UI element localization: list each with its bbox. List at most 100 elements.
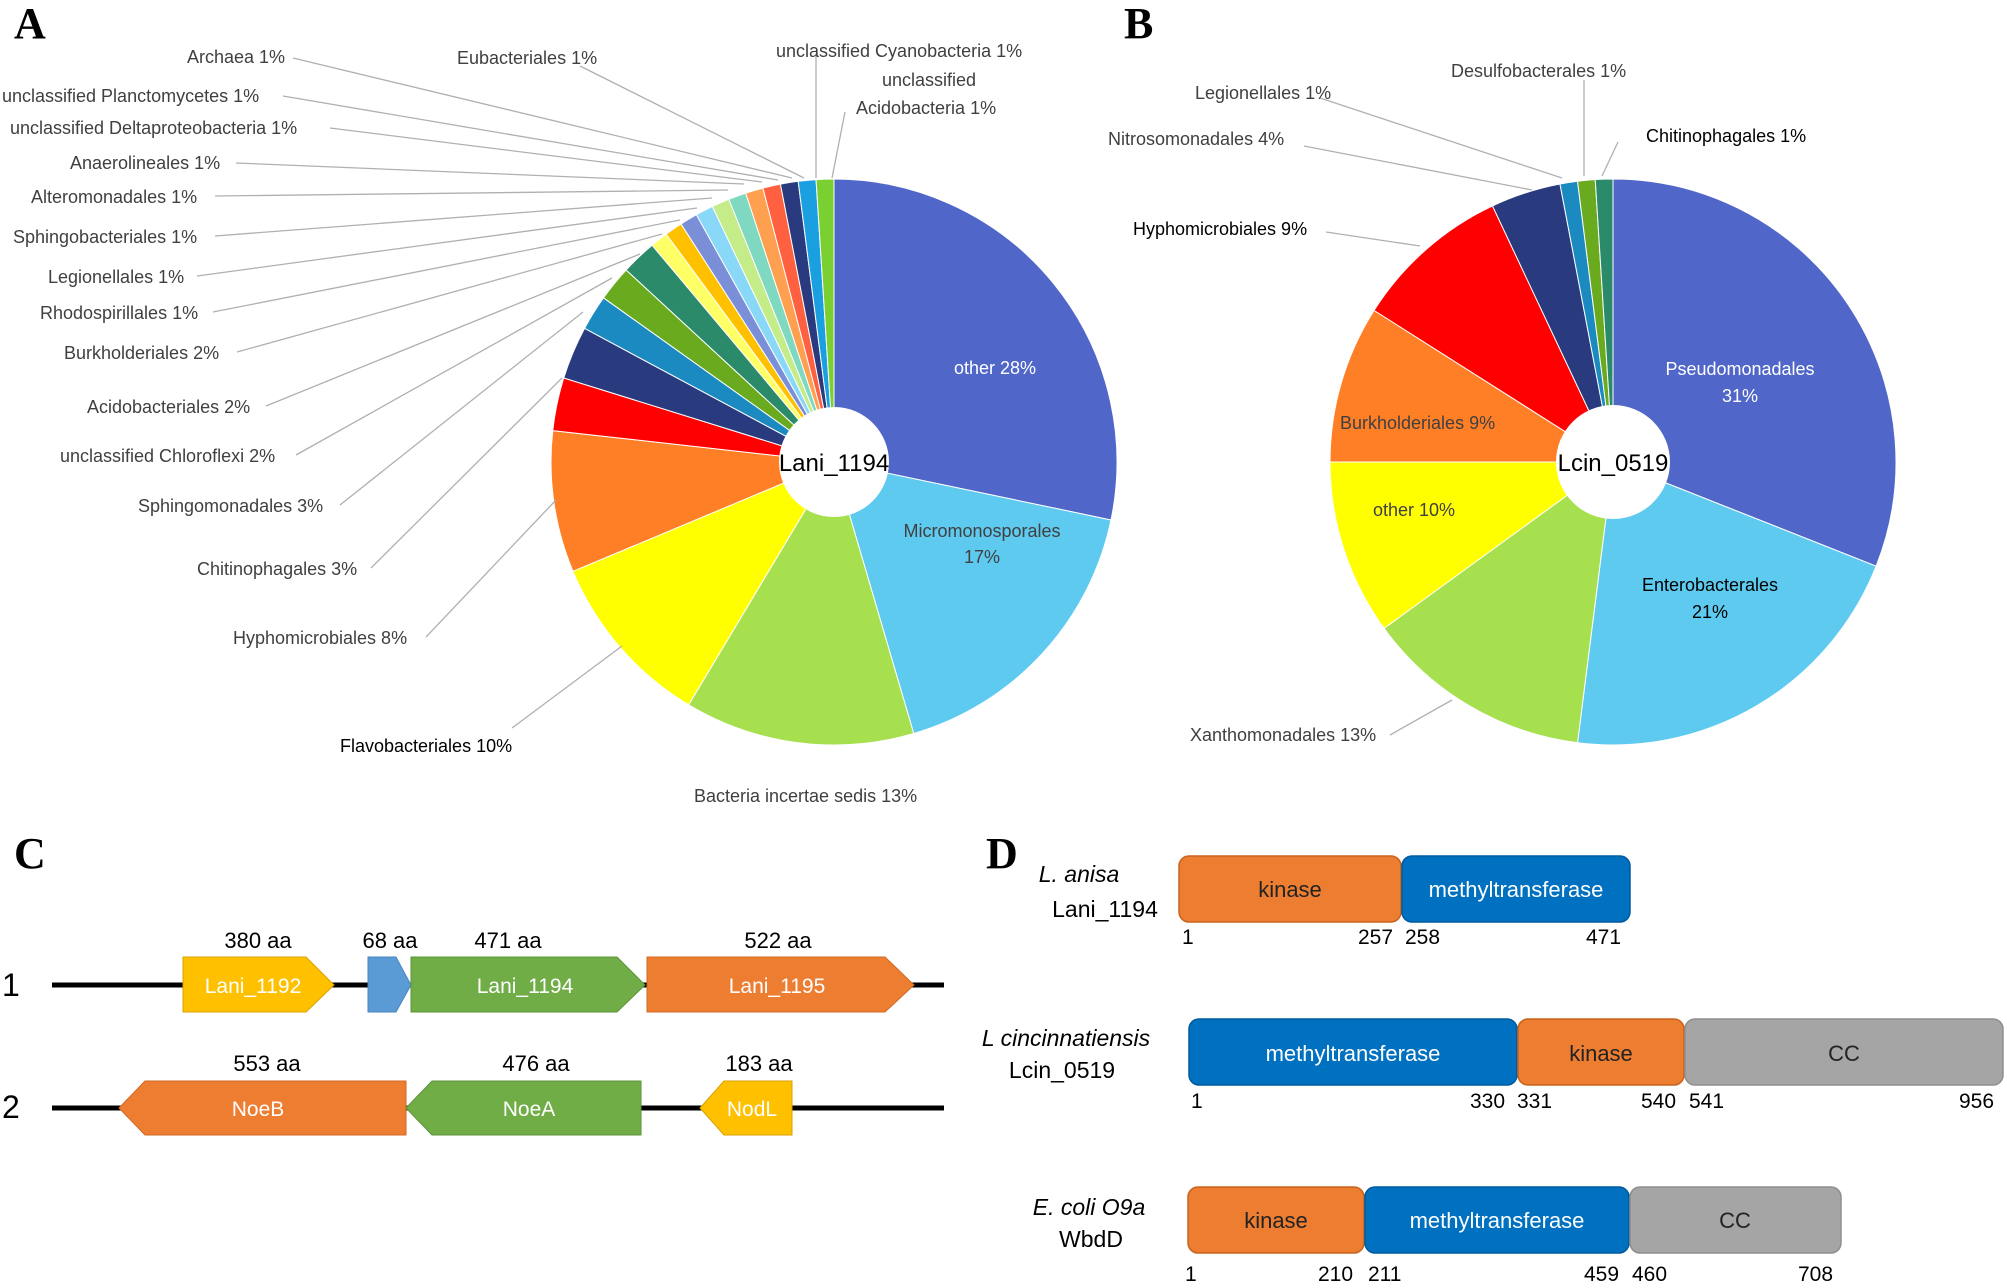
gene-size-small-orf: 68 aa [362, 928, 418, 953]
pos-lani-1: 1 [1182, 926, 1194, 949]
gene-label-lani-1192: Lani_1192 [205, 975, 302, 998]
label-alteromonadales: Alteromonadales 1% [31, 187, 197, 207]
gene-lani-1195 [646, 956, 915, 1013]
leader-line-archaea [292, 57, 793, 179]
gene-cluster-1: 1 Lani_1192 380 aa 68 aa Lani_1194 471 a… [2, 928, 944, 1013]
label-chitinophagales-b: Chitinophagales 1% [1646, 126, 1806, 146]
pie-b-slice-other-10 [1329, 461, 1615, 630]
label-burkholderiales-b: Burkholderiales 9% [1340, 413, 1495, 433]
label-other-b: other 10% [1373, 500, 1455, 520]
domain-methyltransferase-ecoli [1364, 1186, 1630, 1254]
label-acidobacteriales: Acidobacteriales 2% [87, 397, 250, 417]
pie-b-slice-hyphomicrobiales-9 [1373, 205, 1615, 464]
leader-line-unc-chloroflexi [295, 277, 613, 456]
leader-line-nitrosomonadales-b [1303, 145, 1533, 191]
pie-chart-b [1329, 178, 1897, 746]
pos-lani-258: 258 [1405, 926, 1440, 949]
pie-chart-a [550, 178, 1118, 746]
pie-b-slice-enterobacterales-21 [1576, 461, 1877, 746]
protein-lcin-0519: Lcin_0519 [1009, 1057, 1115, 1083]
label-sphingobacteriales: Sphingobacteriales 1% [13, 227, 197, 247]
gene-size-noea: 476 aa [502, 1051, 570, 1076]
leader-line-unc-delta [329, 127, 763, 183]
label-hyphomicrobiales-b: Hyphomicrobiales 9% [1133, 219, 1307, 239]
label-xanthomonadales-b: Xanthomonadales 13% [1190, 725, 1376, 745]
gene-label-noea: NoeA [503, 1098, 556, 1121]
pos-ecoli-708: 708 [1798, 1263, 1833, 1286]
leader-line-sphingomonadales [339, 311, 584, 506]
row-number-1: 1 [2, 967, 20, 1003]
label-sphingomonadales: Sphingomonadales 3% [138, 496, 323, 516]
domain-label-kinase-lani: kinase [1258, 877, 1322, 902]
label-bacteria-incertae-sedis: Bacteria incertae sedis 13% [694, 786, 917, 806]
pos-lcin-956: 956 [1959, 1090, 1994, 1113]
pie-b-center-label: Lcin_0519 [1558, 450, 1669, 477]
pos-ecoli-1: 1 [1185, 1263, 1197, 1286]
gene-lani-1194 [410, 956, 646, 1013]
pie-a-center-label: Lani_1194 [779, 450, 889, 477]
pos-lcin-330: 330 [1470, 1090, 1505, 1113]
gene-label-lani-1194: Lani_1194 [477, 975, 574, 998]
domain-row-lcin: L cincinnatiensis Lcin_0519 methyltransf… [982, 1018, 2004, 1113]
leader-line-burkholderiales [236, 233, 663, 353]
pos-ecoli-460: 460 [1632, 1263, 1667, 1286]
gene-size-noeb: 553 aa [233, 1051, 301, 1076]
label-eubacteriales: Eubacteriales 1% [457, 48, 597, 68]
label-micromonosporales-line1: Micromonosporales [903, 521, 1060, 541]
label-micromonosporales-line2: 17% [964, 547, 1000, 567]
species-e-coli: E. coli O9a [1033, 1194, 1146, 1220]
domain-label-methyltransferase-ecoli: methyltransferase [1410, 1208, 1585, 1233]
pie-b-labels: Legionellales 1% Desulfobacterales 1% Ni… [1108, 61, 1815, 745]
leader-line-chitinophagales [370, 377, 563, 569]
leader-line-anaerolineales [235, 162, 745, 185]
pos-lcin-331: 331 [1517, 1090, 1552, 1113]
label-nitrosomonadales-b: Nitrosomonadales 4% [1108, 129, 1284, 149]
label-unclassified-deltaproteobacteria: unclassified Deltaproteobacteria 1% [10, 118, 297, 138]
domain-methyltransferase-lcin [1188, 1018, 1518, 1086]
label-other-a: other 28% [954, 358, 1036, 378]
gene-label-noeb: NoeB [232, 1098, 285, 1121]
label-flavobacteriales: Flavobacteriales 10% [340, 736, 512, 756]
label-archaea: Archaea 1% [187, 47, 285, 67]
pos-ecoli-211: 211 [1368, 1263, 1401, 1286]
panel-label-a: A [14, 0, 46, 48]
pie-a-slice-micromonosporales-17 [833, 461, 1112, 735]
leader-line-flavobacteriales [511, 645, 623, 729]
label-hyphomicrobiales: Hyphomicrobiales 8% [233, 628, 407, 648]
label-burkholderiales: Burkholderiales 2% [64, 343, 219, 363]
gene-label-nodl: NodL [727, 1098, 777, 1121]
leader-line-unc-plancto [282, 95, 779, 181]
species-l-anisa: L. anisa [1039, 861, 1120, 887]
gene-noea [405, 1080, 642, 1136]
protein-lani-1194: Lani_1194 [1052, 896, 1158, 922]
domain-row-ecoli: E. coli O9a WbdD kinase methyltransferas… [1033, 1186, 1842, 1286]
gene-small-orf [367, 956, 412, 1013]
pos-lcin-541: 541 [1689, 1090, 1724, 1113]
gene-nodl [699, 1080, 793, 1136]
gene-size-nodl: 183 aa [725, 1051, 793, 1076]
domain-cc-ecoli [1629, 1186, 1842, 1254]
gene-size-lani-1195: 522 aa [744, 928, 812, 953]
pos-lani-471: 471 [1586, 926, 1621, 949]
pie-a-leader-lines [196, 55, 846, 729]
pie-b-slice-pseudomonadales-31 [1612, 178, 1897, 567]
domain-label-cc-lcin: CC [1828, 1041, 1860, 1066]
domain-kinase-ecoli [1187, 1186, 1365, 1254]
leader-line-legionellales [196, 207, 698, 277]
label-anaerolineales: Anaerolineales 1% [70, 153, 220, 173]
leader-line-hyphomicrobiales [425, 499, 557, 638]
label-chitinophagales: Chitinophagales 3% [197, 559, 357, 579]
panel-label-c: C [14, 829, 46, 878]
label-unclassified-cyanobacteria: unclassified Cyanobacteria 1% [776, 41, 1022, 61]
leader-line-hyphomicrobiales-b [1325, 231, 1421, 247]
domain-row-lani: L. anisa Lani_1194 kinase methyltransfer… [1039, 855, 1631, 949]
gene-lani-1192 [182, 956, 335, 1013]
pos-ecoli-459: 459 [1584, 1263, 1619, 1286]
domain-label-kinase-lcin: kinase [1569, 1041, 1633, 1066]
pie-b-leader-lines [1303, 80, 1619, 736]
pos-lcin-1: 1 [1191, 1090, 1203, 1113]
pos-lani-257: 257 [1358, 926, 1393, 949]
label-pseudomonadales-line2: 31% [1722, 386, 1758, 406]
leader-line-alteromonadales [214, 189, 729, 197]
species-l-cincinnatiensis: L cincinnatiensis [982, 1025, 1151, 1051]
